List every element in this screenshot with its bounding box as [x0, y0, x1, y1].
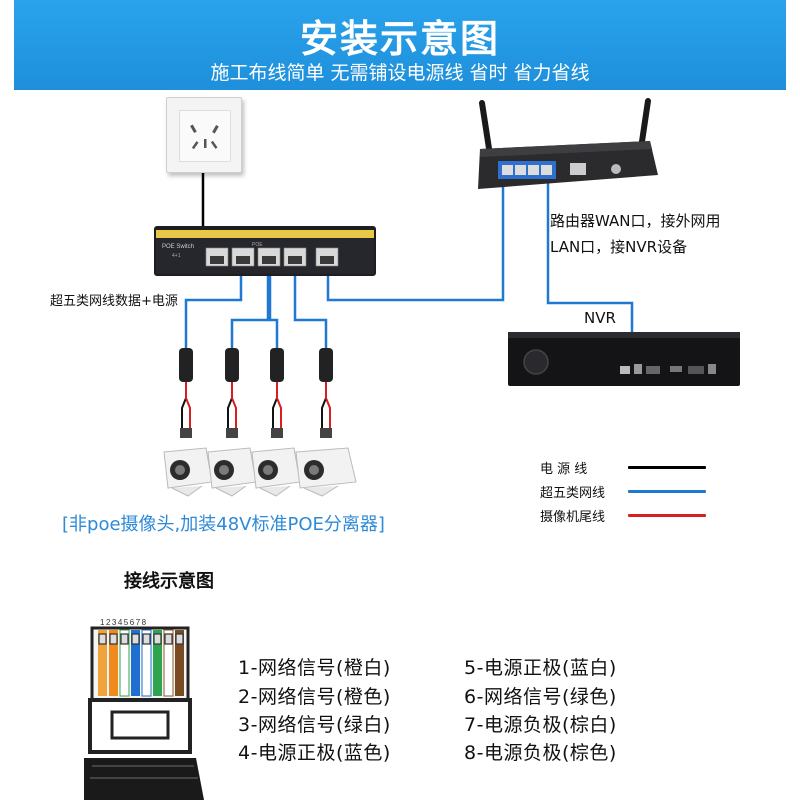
camera-4 [295, 447, 357, 497]
page-title: 安装示意图 [299, 17, 500, 61]
pinout-item: 5-电源正极(蓝白) [464, 657, 617, 679]
pin-numbers: 12345678 [100, 618, 148, 627]
legend-swatch [628, 514, 706, 517]
poe-splitter-2 [225, 348, 239, 438]
header-banner: 安装示意图 施工布线简单 无需铺设电源线 省时 省力省线 [14, 0, 786, 90]
poe-cable-1 [184, 270, 243, 350]
switch-port-group-label: POE [252, 242, 263, 248]
rj45-connector: 12345678 [84, 618, 204, 800]
wiring-title: 接线示意图 [124, 571, 214, 592]
legend-swatch [628, 490, 706, 493]
pinout-item: 2-网络信号(橙色) [238, 686, 391, 708]
camera-group [163, 447, 357, 497]
nvr-label: NVR [584, 309, 616, 327]
legend-swatch [628, 466, 706, 469]
page-subtitle: 施工布线简单 无需铺设电源线 省时 省力省线 [210, 62, 590, 84]
router [478, 98, 658, 189]
camera-3 [251, 447, 301, 497]
legend-item-camera: 摄像机尾线 [540, 506, 720, 526]
pinout-item: 8-电源负极(棕色) [464, 742, 617, 764]
switch-model: 4+1 [172, 253, 181, 259]
legend-label: 摄像机尾线 [540, 510, 606, 525]
poe-splitter-3 [270, 348, 284, 438]
legend: 电 源 线 超五类网线 摄像机尾线 [540, 458, 720, 530]
poe-switch: POE Switch 4+1 POE [154, 226, 376, 276]
router-wan-port [570, 163, 586, 175]
nvr-fan [523, 349, 549, 375]
camera-1 [163, 447, 213, 497]
nvr [508, 332, 740, 386]
poe-cable-label: 超五类网线数据+电源 [50, 294, 178, 309]
legend-item-power: 电 源 线 [540, 458, 720, 478]
poe-splitter-4 [319, 348, 333, 438]
router-wan-note: 路由器WAN口，接外网用 [550, 212, 721, 230]
outlet-socket [179, 110, 231, 162]
router-power-jack [611, 164, 621, 174]
uplink-cable [326, 178, 505, 302]
camera-note: [非poe摄像头,加装48V标准POE分离器] [62, 514, 385, 535]
switch-label: POE Switch [162, 244, 194, 250]
poe-cable-2 [230, 270, 270, 350]
outlet-holes-icon [190, 124, 219, 150]
pinout-item: 3-网络信号(绿白) [238, 714, 391, 736]
wall-outlet [166, 97, 242, 173]
poe-cable-3 [268, 270, 279, 350]
poe-cable-4 [293, 270, 328, 350]
legend-label: 电 源 线 [540, 462, 588, 477]
pinout-item: 4-电源正极(蓝色) [238, 742, 391, 764]
router-lan-note: LAN口，接NVR设备 [550, 238, 688, 256]
pinout-item: 7-电源负极(棕白) [464, 714, 617, 736]
nvr-lan-port [620, 366, 630, 374]
pinout-item: 6-网络信号(绿色) [464, 686, 617, 708]
pinout-item: 1-网络信号(橙白) [238, 657, 391, 679]
legend-label: 超五类网线 [540, 486, 606, 501]
router-lan-ports [498, 161, 556, 179]
connector-wires [98, 629, 184, 697]
camera-2 [207, 447, 257, 497]
legend-item-network: 超五类网线 [540, 482, 720, 502]
poe-splitter-1 [179, 348, 193, 438]
